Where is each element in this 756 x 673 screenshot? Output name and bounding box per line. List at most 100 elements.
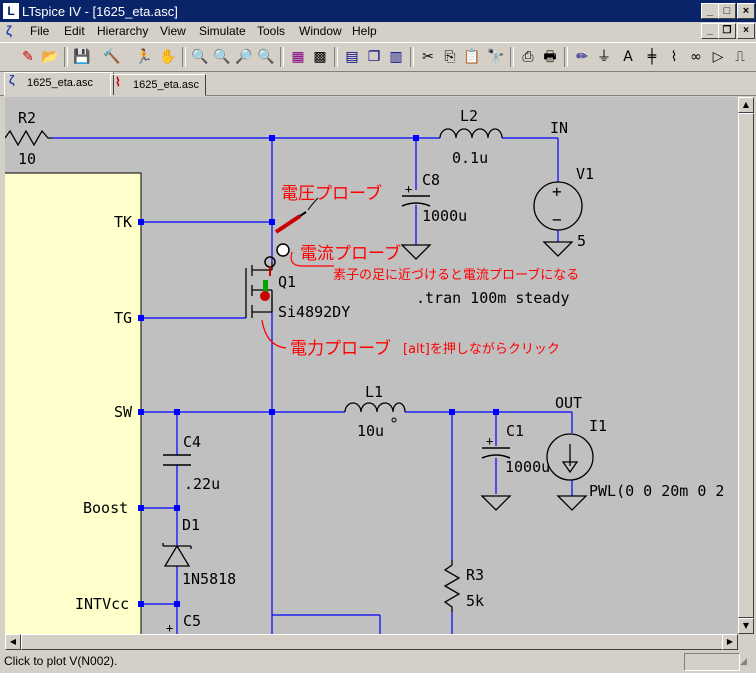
find-icon[interactable]: 🔭 xyxy=(487,49,505,65)
zoom-out-icon[interactable]: 🔍 xyxy=(213,49,231,65)
l2-value: 0.1u xyxy=(452,149,488,167)
print-preview-icon[interactable]: ⎙ xyxy=(522,49,534,65)
tile-vertical-icon[interactable]: ▥ xyxy=(389,49,403,65)
r2-value: 10 xyxy=(18,150,36,168)
ground-symbol xyxy=(480,495,512,511)
control-panel-icon[interactable]: 🔨 xyxy=(103,49,121,65)
toolbar-separator xyxy=(64,47,68,67)
horizontal-scrollbar[interactable]: ◀ ▶ xyxy=(5,634,738,650)
toolbar-separator xyxy=(564,47,568,67)
zoom-full-icon[interactable]: 🔍 xyxy=(257,49,275,65)
c5-polarity: + xyxy=(166,621,173,634)
capacitor-c4[interactable] xyxy=(163,454,191,466)
current-source-i1[interactable] xyxy=(546,433,594,481)
tab-label: 1625_eta.asc xyxy=(133,79,200,91)
ltspice-app-icon[interactable]: L xyxy=(3,3,19,19)
capacitor-c8[interactable] xyxy=(401,195,431,207)
ground-symbol xyxy=(542,241,574,257)
status-pane xyxy=(684,653,740,671)
c5-name: C5 xyxy=(183,612,201,630)
scroll-right-icon[interactable]: ▶ xyxy=(722,634,738,650)
document-icon[interactable]: ζ xyxy=(6,23,12,38)
c1-value: 1000u xyxy=(505,458,550,476)
menu-hierarchy[interactable]: Hierarchy xyxy=(97,24,149,38)
toolbar-separator xyxy=(182,47,186,67)
status-bar: Click to plot V(N002). ◢ xyxy=(0,651,756,673)
tile-horizontal-icon[interactable]: ▤ xyxy=(345,49,359,65)
autorange-icon[interactable]: ▦ xyxy=(291,49,305,65)
cut-icon[interactable]: ✂ xyxy=(422,49,434,65)
open-folder-icon[interactable]: 📂 xyxy=(41,49,59,65)
mdi-minimize-button[interactable]: _ xyxy=(701,23,719,39)
vertical-scroll-thumb[interactable] xyxy=(738,113,754,618)
voltage-source-v1[interactable] xyxy=(533,181,583,231)
menu-view[interactable]: View xyxy=(160,24,186,38)
cascade-icon[interactable]: ❐ xyxy=(367,49,381,65)
current-probe-icon xyxy=(264,243,290,276)
r3-name: R3 xyxy=(466,566,484,584)
menu-help[interactable]: Help xyxy=(352,24,377,38)
tab-schematic[interactable]: ζ 1625_eta.asc xyxy=(4,72,114,96)
waveform-icon: ⌇ xyxy=(115,75,121,89)
pan-icon[interactable]: 🔎 xyxy=(235,49,253,65)
paste-icon[interactable]: 📋 xyxy=(463,49,481,65)
mdi-restore-button[interactable]: ❐ xyxy=(718,23,736,39)
pin-tk: TK xyxy=(114,213,132,231)
resistor-icon[interactable]: ⌇ xyxy=(670,49,678,65)
c4-value: .22u xyxy=(184,475,220,493)
inductor-l1[interactable] xyxy=(344,402,406,413)
i1-name: I1 xyxy=(589,417,607,435)
grid-icon[interactable]: ▩ xyxy=(313,49,327,65)
diode-d1[interactable] xyxy=(162,543,192,567)
inductor-l2[interactable] xyxy=(439,128,503,139)
menu-file[interactable]: File xyxy=(30,24,50,38)
capacitor-icon[interactable]: ╪ xyxy=(647,49,657,65)
save-icon[interactable]: 💾 xyxy=(73,49,91,65)
v1-minus: − xyxy=(552,210,562,229)
current-probe-pointer xyxy=(290,251,334,267)
power-probe-pointer xyxy=(261,319,287,349)
menu-edit[interactable]: Edit xyxy=(64,24,85,38)
resistor-r2[interactable] xyxy=(5,129,52,147)
resistor-r3[interactable] xyxy=(443,560,461,612)
inductor-icon[interactable]: ∞ xyxy=(690,49,702,65)
v1-plus: + xyxy=(552,182,562,201)
ic-body[interactable] xyxy=(5,172,142,634)
toolbar-separator xyxy=(334,47,338,67)
tab-waveform[interactable]: ⌇ 1625_eta.asc xyxy=(110,74,206,96)
maximize-button[interactable]: □ xyxy=(718,3,736,19)
new-schematic-icon[interactable]: ✎ xyxy=(22,49,34,65)
zoom-in-icon[interactable]: 🔍 xyxy=(191,49,209,65)
toolbar: ✎ 📂 💾 🔨 🏃 ✋ 🔍 🔍 🔎 🔍 ▦ ▩ ▤ ❐ ▥ ✂ ⎘ 📋 🔭 ⎙ … xyxy=(0,42,756,72)
run-icon[interactable]: 🏃 xyxy=(135,49,153,65)
halt-icon[interactable]: ✋ xyxy=(159,49,177,65)
mosfet-q1[interactable] xyxy=(245,262,273,318)
c8-polarity: + xyxy=(405,182,412,196)
ground-icon[interactable]: ⏚ xyxy=(597,49,611,65)
pin-tg: TG xyxy=(114,309,132,327)
mdi-close-button[interactable]: × xyxy=(737,23,755,39)
horizontal-scroll-thumb[interactable] xyxy=(21,634,723,650)
component-icon[interactable]: ⎍ xyxy=(735,49,745,65)
resize-grip-icon[interactable]: ◢ xyxy=(740,657,747,667)
diode-icon[interactable]: ▷ xyxy=(712,49,724,65)
menu-tools[interactable]: Tools xyxy=(257,24,286,38)
label-net-icon[interactable]: A xyxy=(623,49,633,65)
print-icon[interactable]: 🖶 xyxy=(543,49,557,65)
minimize-button[interactable]: _ xyxy=(701,3,719,19)
vertical-scrollbar[interactable]: ▲ ▼ xyxy=(738,97,754,634)
spice-directive[interactable]: .tran 100m steady xyxy=(416,289,570,307)
schematic-canvas[interactable]: R2 10 L2 0.1u IN + C8 1000u + − V1 5 Q1 … xyxy=(5,97,738,634)
close-button[interactable]: × xyxy=(737,3,755,19)
draw-wire-icon[interactable]: ✏ xyxy=(576,49,588,65)
l1-name: L1 xyxy=(365,383,383,401)
scroll-up-icon[interactable]: ▲ xyxy=(738,97,754,113)
capacitor-c1[interactable] xyxy=(481,447,511,459)
q1-name: Q1 xyxy=(278,273,296,291)
copy-icon[interactable]: ⎘ xyxy=(444,49,456,65)
menu-window[interactable]: Window xyxy=(299,24,342,38)
menu-simulate[interactable]: Simulate xyxy=(199,24,246,38)
scroll-down-icon[interactable]: ▼ xyxy=(738,618,754,634)
c1-name: C1 xyxy=(506,422,524,440)
scroll-left-icon[interactable]: ◀ xyxy=(5,634,21,650)
